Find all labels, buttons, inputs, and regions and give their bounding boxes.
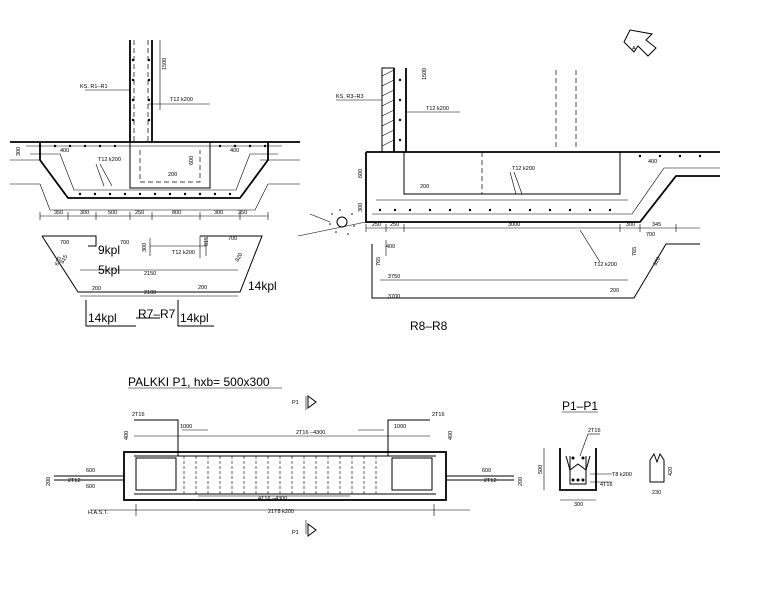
r7-dim-300-mid: 300 <box>142 243 148 252</box>
beam-end-right-600: 600 <box>482 468 491 474</box>
north-arrow-letter: A <box>632 46 636 52</box>
beam-section-dim-230: 230 <box>652 490 661 496</box>
r7-dim-300: 300 <box>16 147 22 156</box>
r8-dim-200: 200 <box>420 184 429 190</box>
r8-dim-chain-2: 250 <box>390 222 399 228</box>
beam-section-p1: P1–P1 2T16 T8 k200 4T16 500 300 420 230 <box>538 399 674 508</box>
r7-rebar-top: T12 k200 <box>170 97 193 103</box>
r8-dim-chain-5: 345 <box>652 222 661 228</box>
beam-left-tag: H.A.S.T. <box>88 510 109 516</box>
r7-hand-14kpl-right: 14kpl <box>248 279 277 293</box>
r7-hand-14kpl-b: 14kpl <box>180 311 209 325</box>
r7-dim-chain-4: 250 <box>135 210 144 216</box>
r7-dim-chain-6: 300 <box>214 210 223 216</box>
beam-rebar-top-long: 2T16 –4300 <box>296 430 325 436</box>
beam-dim-1000-right: 1000 <box>394 424 406 430</box>
r7-dim-200: 200 <box>168 172 177 178</box>
r7-hand-5kpl: 5kpl <box>98 263 120 277</box>
beam-dim-1000-left: 1000 <box>180 424 192 430</box>
r7-dim-815-right: 815 <box>204 237 210 246</box>
r7-dim-200-left: 200 <box>92 286 101 292</box>
beam-end-right-2t12: 2T12 <box>484 478 497 484</box>
r8-dim-700: 700 <box>646 232 655 238</box>
r7-dim-1500: 1500 <box>162 58 168 70</box>
beam-rebar-right-top: 2T16 <box>432 412 445 418</box>
r8-dim-3750: 3750 <box>388 274 400 280</box>
r7-dim-chain-3: 500 <box>108 210 117 216</box>
beam-rebar-bottom-long: 4T16 –4300 <box>258 496 287 502</box>
beam-section-stirrup: T8 k200 <box>612 472 632 478</box>
r8-dim-3700: 3700 <box>388 294 400 300</box>
r7-dim-700-left: 700 <box>60 240 69 246</box>
r7-dim-chain-2: 300 <box>80 210 89 216</box>
r7-rebar-mid: T12 k200 <box>98 157 121 163</box>
beam-p1-elevation: PALKKI P1, hxb= 500x300 P1 P1 2T16 2T16 … <box>46 375 524 537</box>
r7-dim-chain-1: 350 <box>54 210 63 216</box>
beam-end-left-600b: 600 <box>86 484 95 490</box>
beam-end-left-600a: 600 <box>86 468 95 474</box>
r8-section-title: R8–R8 <box>410 319 448 333</box>
r7-dim-815-left: 815 <box>60 254 70 265</box>
r8-ks-label: KS. R3–R3 <box>336 94 364 100</box>
r8-dim-chain-1: 250 <box>372 222 381 228</box>
r8-dim-200-low: 200 <box>610 288 619 294</box>
r8-dim-1500: 1500 <box>422 68 428 80</box>
beam-stirrups: 21T8 k200 <box>268 509 294 515</box>
r8-dim-chain-3: 3000 <box>508 222 520 228</box>
r7-ks-label: KS. R1–R1 <box>80 84 108 90</box>
r8-dim-chain-4: 300 <box>626 222 635 228</box>
r8-rebar-top: T12 k200 <box>426 106 449 112</box>
r7-dim-2150: 2150 <box>144 271 156 277</box>
r7-rebar-low: T12 k200 <box>172 250 195 256</box>
r8-dim-400-right: 400 <box>648 159 657 165</box>
r8-rebar-low: T12 k200 <box>594 262 617 268</box>
beam-section-dim-420: 420 <box>668 467 674 476</box>
r8-dim-400-low: 400 <box>386 244 395 250</box>
r8-dim-820: 820 <box>653 256 663 267</box>
beam-end-left-200: 200 <box>46 477 52 486</box>
r8-dim-765-left: 765 <box>376 257 382 266</box>
north-arrow-icon: A <box>623 29 657 57</box>
beam-section-mark-top: P1 <box>292 400 299 406</box>
beam-section-title: P1–P1 <box>562 399 598 413</box>
beam-dim-400-right: 400 <box>448 431 454 440</box>
r8-dim-765-right: 765 <box>632 247 638 256</box>
r8-dim-300: 300 <box>358 203 364 212</box>
r8-dim-600: 600 <box>358 169 364 178</box>
beam-section-dim-300: 300 <box>574 502 583 508</box>
r7-dim-700-mid: 700 <box>120 240 129 246</box>
beam-section-dim-500: 500 <box>538 465 544 474</box>
beam-section-mark-bottom: P1 <box>292 530 299 536</box>
r7-dim-2100: 2100 <box>144 290 156 296</box>
beam-end-left-2t12: 2T12 <box>68 478 81 484</box>
r8-rebar-mid: T12 k200 <box>512 166 535 172</box>
r7-dim-chain-7: 350 <box>238 210 247 216</box>
r7-dim-400-right: 400 <box>230 148 239 154</box>
beam-dim-400-left: 400 <box>124 431 130 440</box>
r7-dim-600: 600 <box>189 156 195 165</box>
beam-end-right-200: 200 <box>518 477 524 486</box>
beam-title: PALKKI P1, hxb= 500x300 <box>128 375 270 389</box>
r7-dim-200-right: 200 <box>198 285 207 291</box>
r7-dim-620: 620 <box>54 256 63 267</box>
section-r7: KS. R1–R1 1500 T12 k200 T12 k200 300 400… <box>10 40 300 327</box>
r7-dim-chain-5: 800 <box>172 210 181 216</box>
beam-section-rebar-top: 2T16 <box>588 428 601 434</box>
beam-section-rebar-bottom: 4T16 <box>600 482 613 488</box>
r7-dim-400-left: 400 <box>60 148 69 154</box>
r7-hand-9kpl: 9kpl <box>98 243 120 257</box>
r7-dim-820: 820 <box>235 252 245 263</box>
section-r8: KS. R3–R3 1500 T12 k200 T12 k200 400 600… <box>297 67 720 333</box>
r7-dim-700-right: 700 <box>228 236 237 242</box>
beam-rebar-left-top: 2T16 <box>132 412 145 418</box>
r7-hand-14kpl-a: 14kpl <box>88 311 117 325</box>
r7-section-title: R7–R7 <box>138 307 176 321</box>
